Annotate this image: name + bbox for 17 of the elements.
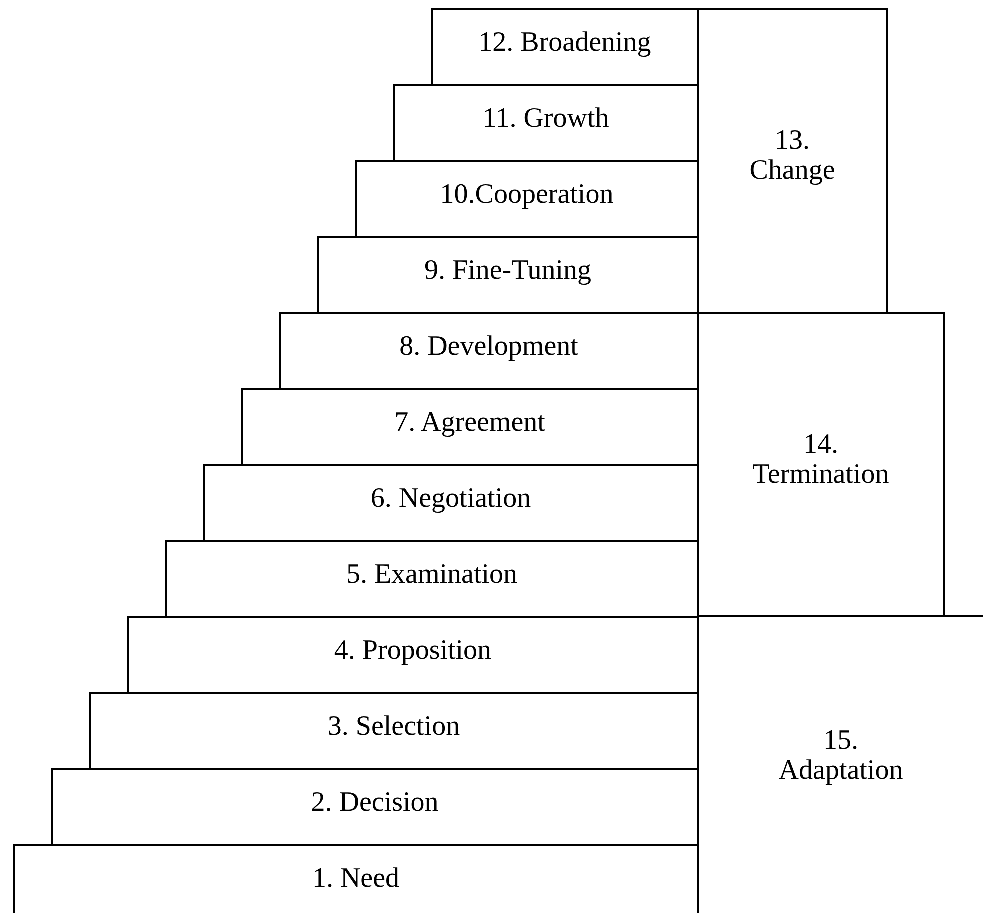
step-label: 10.Cooperation bbox=[440, 180, 614, 210]
step-box bbox=[431, 8, 699, 86]
step-label: 8. Development bbox=[400, 332, 578, 362]
step-label: 9. Fine-Tuning bbox=[424, 256, 592, 286]
step-label: 5. Examination bbox=[346, 560, 518, 590]
phase-label: 14. Termination bbox=[752, 430, 890, 490]
step-label: 1. Need bbox=[312, 864, 400, 894]
step-label: 2. Decision bbox=[311, 788, 439, 818]
phase-label: 13. Change bbox=[750, 126, 836, 186]
step-label: 12. Broadening bbox=[478, 28, 652, 58]
step-label: 7. Agreement bbox=[394, 408, 546, 438]
phase-box bbox=[697, 8, 888, 314]
step-label: 3. Selection bbox=[328, 712, 460, 742]
step-label: 4. Proposition bbox=[334, 636, 492, 666]
step-label: 6. Negotiation bbox=[370, 484, 532, 514]
phase-label: 15. Adaptation bbox=[778, 726, 904, 786]
step-label: 11. Growth bbox=[482, 104, 610, 134]
